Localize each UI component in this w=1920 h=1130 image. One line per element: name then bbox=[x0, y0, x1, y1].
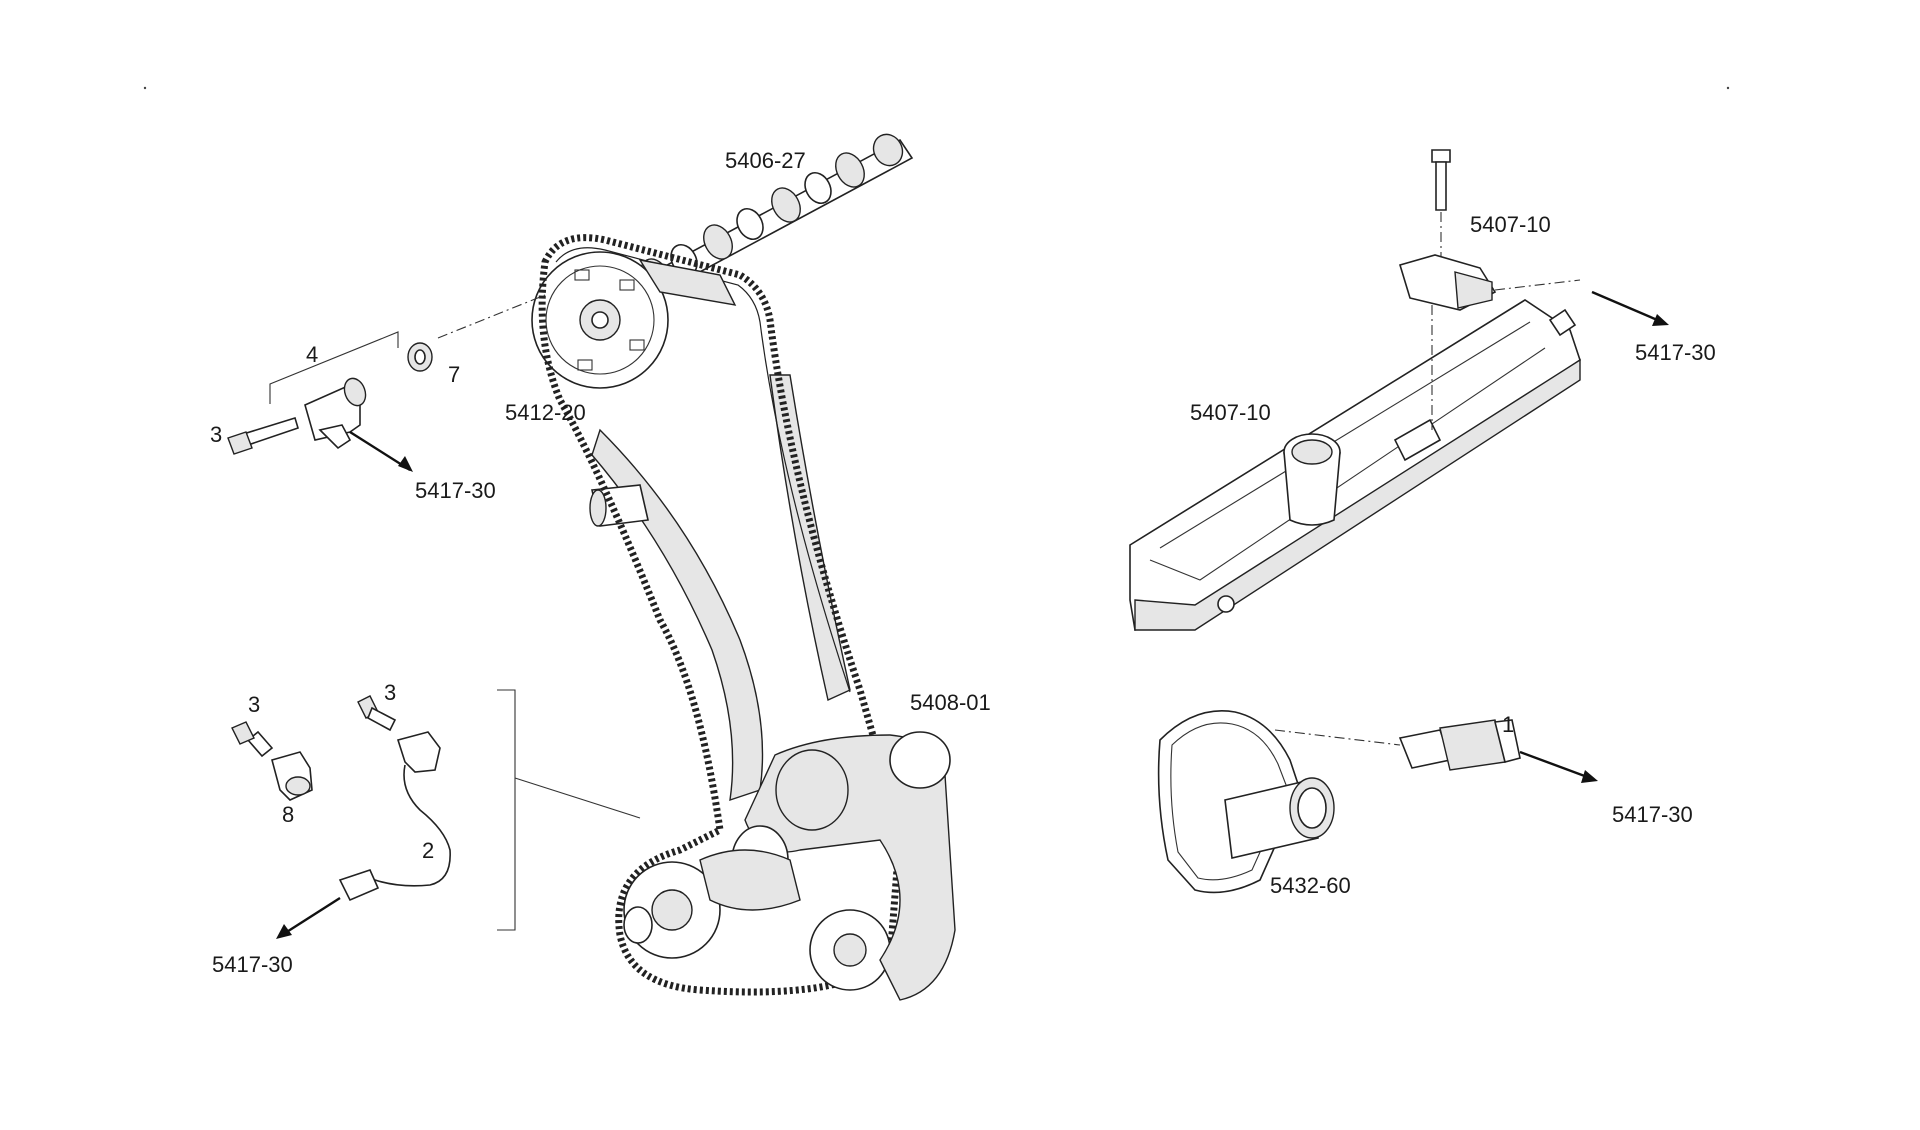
label-ref-lower-left: 5417-30 bbox=[212, 952, 293, 977]
label-cover: 5407-10 bbox=[1190, 400, 1271, 425]
assembly-bracket bbox=[497, 689, 641, 931]
thermostat-housing bbox=[1157, 710, 1401, 894]
label-item-7: 7 bbox=[448, 362, 460, 387]
valve-cover bbox=[1129, 299, 1581, 631]
label-item-3-lower-b: 3 bbox=[384, 680, 396, 705]
label-timing-chain: 5412-20 bbox=[505, 400, 586, 425]
label-item-4: 4 bbox=[306, 342, 318, 367]
timing-chain-assembly bbox=[437, 234, 956, 1001]
chain-guide-left bbox=[591, 428, 764, 802]
label-thermostat-housing: 5432-60 bbox=[1270, 873, 1351, 898]
coolant-temp-sensor bbox=[1398, 719, 1598, 783]
label-cover-bolt: 5407-10 bbox=[1470, 212, 1551, 237]
label-item-3-lower-a: 3 bbox=[248, 692, 260, 717]
label-item-8: 8 bbox=[282, 802, 294, 827]
cam-position-sensor bbox=[227, 331, 433, 472]
timing-chain bbox=[538, 234, 904, 996]
label-item-1: 1 bbox=[1502, 712, 1514, 737]
label-item-2: 2 bbox=[422, 838, 434, 863]
label-ref-lower-right: 5417-30 bbox=[1612, 802, 1693, 827]
label-camshaft: 5406-27 bbox=[725, 148, 806, 173]
corner-mark-right bbox=[1726, 86, 1730, 90]
chain-tensioner-rail bbox=[769, 374, 851, 701]
cover-bolt bbox=[1431, 149, 1451, 262]
cover-connector bbox=[1398, 254, 1669, 326]
corner-mark-left bbox=[143, 86, 147, 90]
label-item-3-upper: 3 bbox=[210, 422, 222, 447]
label-crankshaft-gear: 5408-01 bbox=[910, 690, 991, 715]
crank-position-sensor bbox=[231, 695, 451, 939]
label-ref-upper-right: 5417-30 bbox=[1635, 340, 1716, 365]
label-ref-upper-left: 5417-30 bbox=[415, 478, 496, 503]
